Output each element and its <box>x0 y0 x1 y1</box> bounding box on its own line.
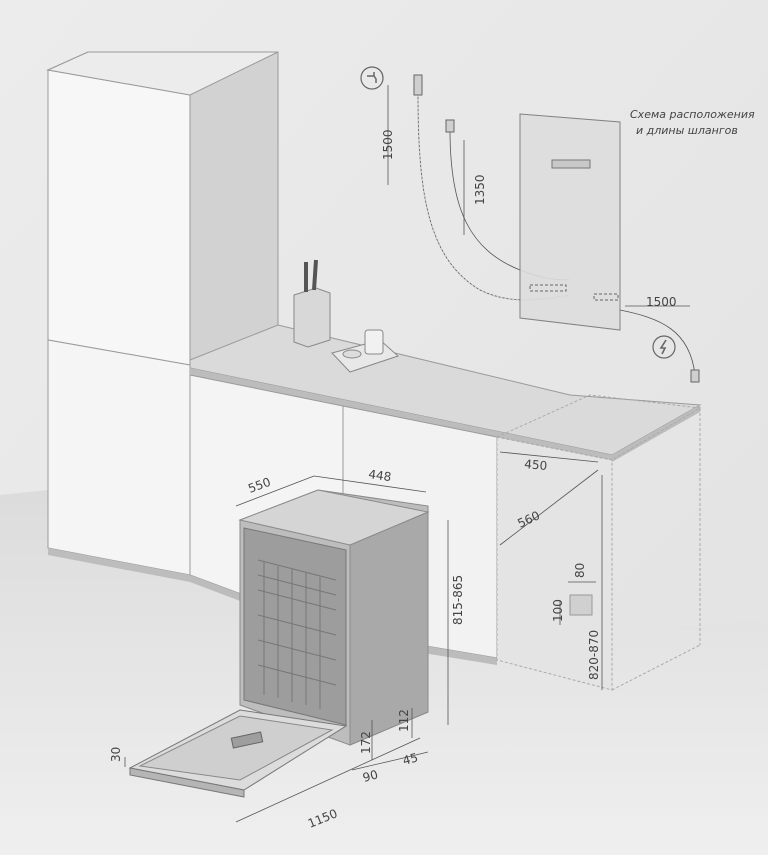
door-edge-label: 172 <box>359 731 373 754</box>
dishwasher-width-label: 448 <box>368 467 393 484</box>
appliance-outline <box>519 113 621 331</box>
service-depth-label: 80 <box>573 563 587 578</box>
dishwasher-height-label: 815-865 <box>451 575 465 625</box>
drain-hose-length: 1500 <box>381 129 395 160</box>
note-line-1: Схема расположения <box>630 108 755 121</box>
knife-block <box>293 259 331 348</box>
niche-height-label: 820-870 <box>587 630 601 680</box>
dimension-lines <box>124 451 603 823</box>
inlet-hose-connector <box>445 119 455 133</box>
gap-label: 45 <box>401 750 419 767</box>
dishwasher <box>128 489 430 798</box>
note-line-2: и длины шлангов <box>636 124 738 137</box>
hose-schematic <box>387 74 700 383</box>
door-thickness-label: 30 <box>109 747 123 762</box>
tall-cabinet <box>46 51 279 582</box>
power-cord-length: 1500 <box>646 295 677 309</box>
toe-kick-label: 90 <box>361 767 379 784</box>
plinth-height-label: 112 <box>397 709 411 732</box>
niche-width-label: 450 <box>524 457 548 473</box>
water-tap-icon <box>360 66 384 90</box>
power-plug <box>690 369 700 383</box>
service-height-label: 100 <box>551 599 565 622</box>
inlet-hose-length: 1350 <box>473 174 487 205</box>
drain-hose-connector <box>413 74 423 96</box>
tray <box>331 329 399 373</box>
service-opening <box>569 594 593 616</box>
power-icon <box>652 335 676 359</box>
dishwasher-niche <box>495 394 702 691</box>
